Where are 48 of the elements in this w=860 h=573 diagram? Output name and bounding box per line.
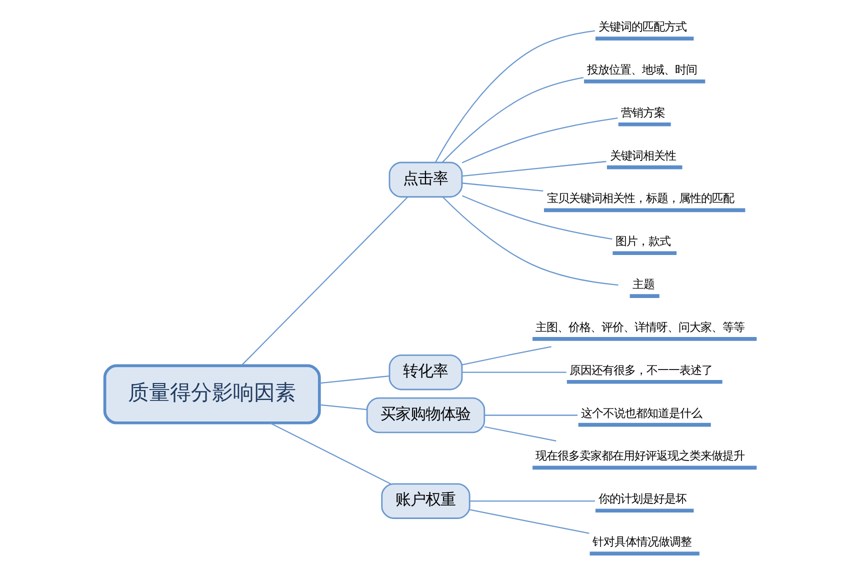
node-box <box>595 508 694 513</box>
node-label: 主图、价格、评价、详情呀、问大家、等等 <box>534 320 744 334</box>
node-box: 转化率 <box>388 354 462 390</box>
node-box <box>618 122 670 126</box>
node-box <box>584 80 705 84</box>
connector <box>484 426 556 442</box>
node-box <box>532 466 756 470</box>
node-box: 质量得分影响因素 <box>102 364 320 424</box>
connector <box>469 500 594 502</box>
node-label: 关键词相关性 <box>609 148 676 162</box>
node-box <box>612 251 676 256</box>
connector <box>461 195 612 240</box>
node-box <box>544 208 745 212</box>
node-label: 宝贝关键词相关性，标题，属性的匹配 <box>546 191 734 206</box>
connector <box>441 76 584 163</box>
node-label: 投放位置、地域、时间 <box>586 62 696 76</box>
connector <box>442 196 618 286</box>
node-label: 关键词的匹配方式 <box>598 20 686 34</box>
connector <box>461 346 551 366</box>
connector <box>318 375 389 384</box>
node-label: 你的计划是好是坏 <box>598 492 686 506</box>
node-box <box>606 165 682 170</box>
node-box <box>589 552 699 556</box>
node-box <box>566 380 722 384</box>
connector <box>318 404 367 410</box>
node-box <box>629 294 659 298</box>
node-label: 营销方案 <box>620 105 665 120</box>
connector <box>469 509 589 534</box>
node-box <box>532 337 756 341</box>
connector <box>240 196 408 366</box>
connector <box>484 414 578 416</box>
node-box: 点击率 <box>388 162 462 198</box>
connector <box>461 118 618 164</box>
node-box: 买家购物体验 <box>366 397 485 434</box>
node-label: 原因还有很多，不一一表述了 <box>569 362 712 377</box>
connector <box>462 182 543 192</box>
node-box <box>595 36 694 40</box>
connector <box>462 372 566 373</box>
node-box <box>578 422 710 427</box>
node-label: 现在很多卖家都在用好评返现之类来做提升 <box>534 448 744 463</box>
node-label: 针对具体情况做调整 <box>592 534 692 549</box>
node-label: 图片，款式 <box>615 234 670 248</box>
node-label: 主题 <box>632 277 654 292</box>
node-box: 账户权重 <box>380 483 470 519</box>
connector <box>269 422 390 484</box>
connector <box>462 160 606 177</box>
connector <box>434 30 594 162</box>
node-label: 这个不说也都知道是什么 <box>580 406 702 420</box>
